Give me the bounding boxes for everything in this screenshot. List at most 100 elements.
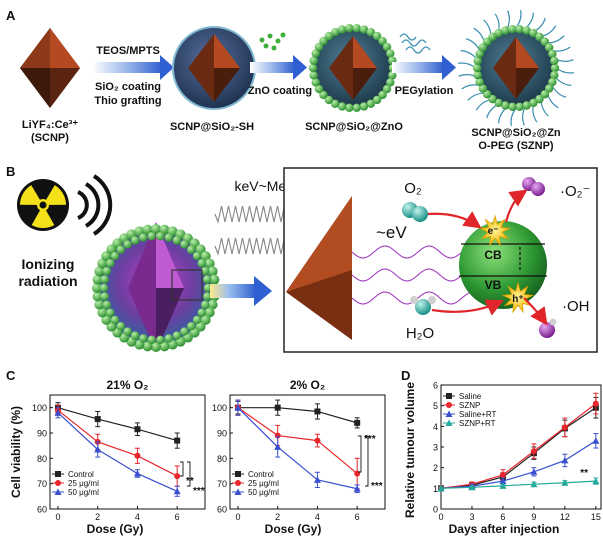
zno-bead [203,292,212,301]
data-point [314,437,321,444]
zno-bead [359,102,369,111]
zno-dots-icon [259,32,286,51]
y-tick-label: 60 [217,505,227,515]
data-point [445,410,453,417]
zno-bead [156,335,165,345]
sznp-label-line2: O-PEG (SZNP) [478,140,554,152]
zno-bead [501,101,510,110]
zno-bead [102,266,112,276]
zno-bead [180,240,189,249]
zno-bead [172,331,182,340]
zno-bead [204,307,215,318]
zno-bead [100,292,109,301]
zno-bead [101,314,112,325]
zno-bead [319,36,328,46]
data-point [561,456,569,464]
zno-bead [311,49,320,58]
scintillator-crystal-icon [286,196,352,340]
zno-bead [97,258,108,269]
panel-c-letter: C [6,368,16,383]
zno-bead [110,315,120,325]
legend-label: 25 μg/ml [248,479,279,488]
zno-bead [192,251,202,261]
zno-bead [197,259,206,268]
data-point [445,419,453,426]
zno-bead [330,99,340,109]
zno-bead [382,42,392,52]
zno-bead [116,245,125,254]
valence-band-label: VB [485,278,502,292]
peg-chain [465,38,481,51]
data-point [94,445,102,453]
y-tick-label: 6 [433,381,438,391]
zno-bead [494,28,503,38]
zno-bead [515,102,524,112]
zno-bead [550,63,560,73]
data-point [55,480,61,486]
zno-bead [164,233,173,242]
zno-bead [314,84,324,94]
zno-bead [308,63,318,73]
zno-sphere-icon [459,221,547,309]
zno-bead [106,259,115,268]
legend-label: Control [68,470,94,479]
zno-bead [473,56,482,66]
data-point [530,480,538,488]
zno-bead [366,99,376,109]
zno-bead [314,42,324,52]
zno-bead [187,322,196,331]
zno-bead [200,266,210,276]
zno-bead [544,84,554,93]
zno-bead [309,56,318,65]
y-tick-label: 3 [433,443,438,453]
sio2-sh-label: SCNP@SiO₂-SH [170,121,254,133]
data-point [134,426,141,433]
data-point [499,471,506,478]
zno-bead [102,300,112,310]
bracket [180,461,184,477]
data-point [174,437,181,444]
h2o-label: H₂O [406,325,434,342]
panel-c-ylabel: Cell viability (%) [9,406,23,498]
x-tick-label: 0 [438,512,443,522]
zno-bead [200,300,210,310]
zno-bead [159,224,170,235]
zno-bead [116,322,125,331]
data-point [274,404,281,411]
silica-coated-particle-icon [172,26,256,110]
peg-chain [547,35,565,44]
zno-bead [192,315,202,325]
zno-bead [130,331,140,340]
panel-b: B Ionizing radiation keV~ [6,164,598,353]
zno-bead [550,56,559,66]
panel-d-letter: D [401,368,410,383]
series-line [440,403,597,489]
zno-bead [478,43,488,52]
zno-bead [92,283,102,293]
step1-line1: TEOS/MPTS [96,45,160,57]
zno-bead [139,233,148,242]
water-oxidation-arrow [431,299,504,316]
data-point [353,485,361,492]
chart1-sig-50: *** [193,486,205,497]
zno-bead [482,37,492,46]
data-point [55,471,61,477]
zno-bead [92,274,103,285]
zno-bead [147,231,156,241]
y-tick-label: 80 [37,454,47,464]
zno-bead [535,94,544,104]
superoxide-molecule-icon [522,177,545,196]
process-arrow-3 [392,62,444,73]
zno-bead [172,236,182,245]
zno-bead [204,258,215,269]
legend-label: Saline+RT [459,410,497,419]
zno-bead [501,26,510,35]
superoxide-arrow [504,189,528,223]
legend-label: 25 μg/ml [68,479,99,488]
scnp-label-line2: (SCNP) [31,132,69,144]
zno-bead [209,274,220,285]
data-point [592,400,599,407]
zno-bead [535,32,544,42]
zno-bead [359,25,369,34]
